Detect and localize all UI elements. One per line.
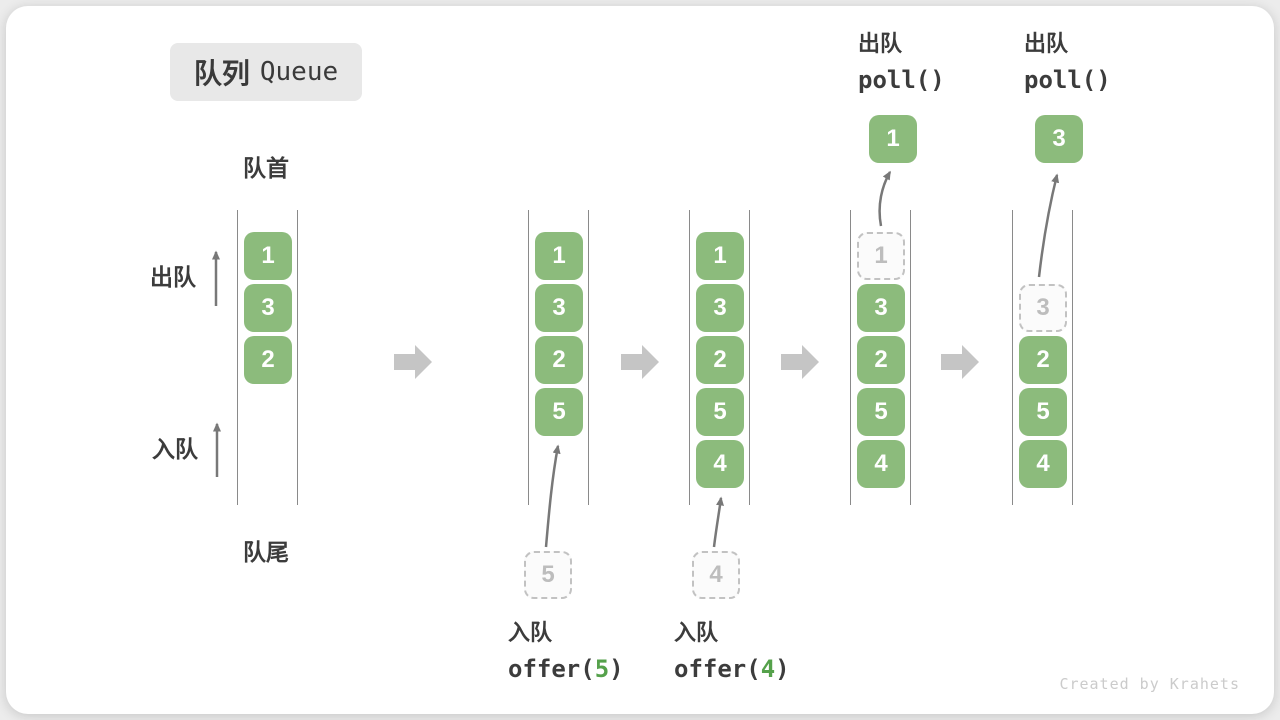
code-fn: offer( [674, 655, 761, 683]
queue-item: 4 [857, 440, 905, 488]
diagram-canvas [6, 6, 1274, 714]
label-queue-rear: 队尾 [243, 539, 289, 565]
queue-item: 1 [535, 232, 583, 280]
annotation-code: offer(4) [674, 657, 790, 681]
popped-item-3: 3 [1035, 115, 1083, 163]
code-fn: offer( [508, 655, 595, 683]
queue-state-1: 1 3 2 [237, 210, 298, 505]
staged-item-5: 5 [524, 551, 572, 599]
code-arg: 4 [760, 655, 776, 683]
queue-item-removed: 3 [1019, 284, 1067, 332]
queue-item: 2 [244, 336, 292, 384]
annotation-code: poll() [1024, 66, 1111, 94]
queue-item: 5 [696, 388, 744, 436]
annotation-zh: 入队 [674, 620, 719, 645]
watermark: Created by Krahets [1059, 675, 1240, 693]
title-en: Queue [259, 57, 339, 87]
queue-item: 4 [1019, 440, 1067, 488]
title-zh: 队列 [193, 58, 250, 89]
annotation-code: poll() [858, 66, 945, 94]
queue-state-2: 1 3 2 5 [528, 210, 589, 505]
queue-state-4: 1 3 2 5 4 [850, 210, 911, 505]
queue-item: 5 [857, 388, 905, 436]
queue-item: 1 [244, 232, 292, 280]
annotation-zh: 出队 [1024, 31, 1069, 56]
popped-item-1: 1 [869, 115, 917, 163]
annotation-zh: 出队 [858, 31, 903, 56]
queue-item: 3 [696, 284, 744, 332]
annotation-offer-4: 入队 offer(4) [674, 620, 790, 682]
code-arg: 5 [594, 655, 610, 683]
annotation-offer-5: 入队 offer(5) [508, 620, 624, 682]
queue-item: 4 [696, 440, 744, 488]
staged-item-4: 4 [692, 551, 740, 599]
annotation-code: offer(5) [508, 657, 624, 681]
label-queue-front: 队首 [243, 155, 289, 181]
queue-state-5: 3 2 5 4 [1012, 210, 1073, 505]
queue-item: 2 [696, 336, 744, 384]
title: 队列 Queue [170, 43, 362, 101]
queue-item: 2 [535, 336, 583, 384]
queue-item: 3 [244, 284, 292, 332]
label-enqueue: 入队 [152, 436, 198, 462]
queue-item: 5 [1019, 388, 1067, 436]
queue-item: 3 [535, 284, 583, 332]
queue-item: 5 [535, 388, 583, 436]
queue-item-removed: 1 [857, 232, 905, 280]
queue-item: 3 [857, 284, 905, 332]
code-close: ) [775, 655, 790, 683]
annotation-poll-1: 出队 poll() [858, 31, 945, 94]
queue-item: 1 [696, 232, 744, 280]
queue-state-3: 1 3 2 5 4 [689, 210, 750, 505]
code-close: ) [609, 655, 624, 683]
label-dequeue: 出队 [150, 264, 196, 290]
queue-item: 2 [1019, 336, 1067, 384]
annotation-zh: 入队 [508, 620, 553, 645]
annotation-poll-3: 出队 poll() [1024, 31, 1111, 94]
queue-item: 2 [857, 336, 905, 384]
